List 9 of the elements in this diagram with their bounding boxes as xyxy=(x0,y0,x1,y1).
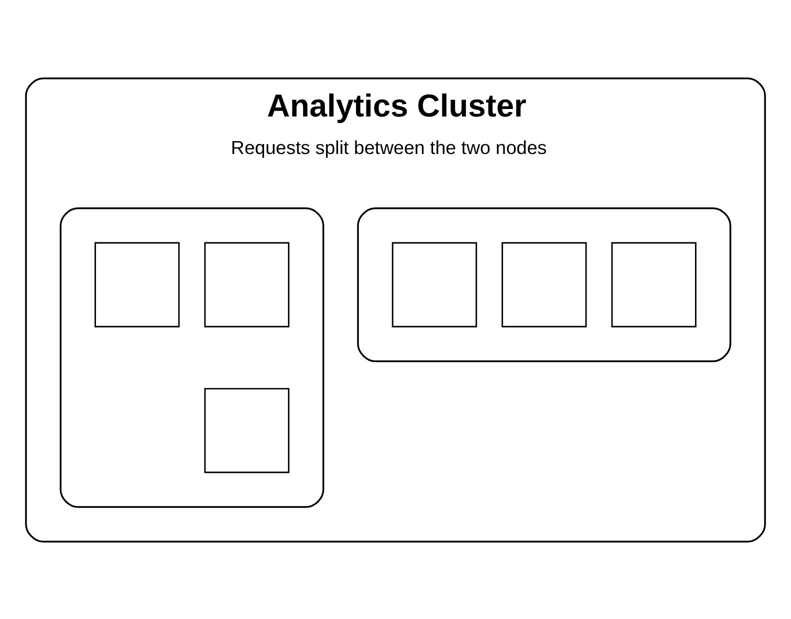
node-box xyxy=(611,242,696,327)
node-box xyxy=(204,387,290,473)
node-box xyxy=(502,242,587,327)
node-box xyxy=(94,242,180,327)
cluster xyxy=(357,206,732,362)
node-box xyxy=(392,242,478,327)
cluster xyxy=(60,206,324,508)
node-box xyxy=(204,242,290,327)
cluster: Analytics Cluster Requests split between the two nodes xyxy=(25,76,766,542)
